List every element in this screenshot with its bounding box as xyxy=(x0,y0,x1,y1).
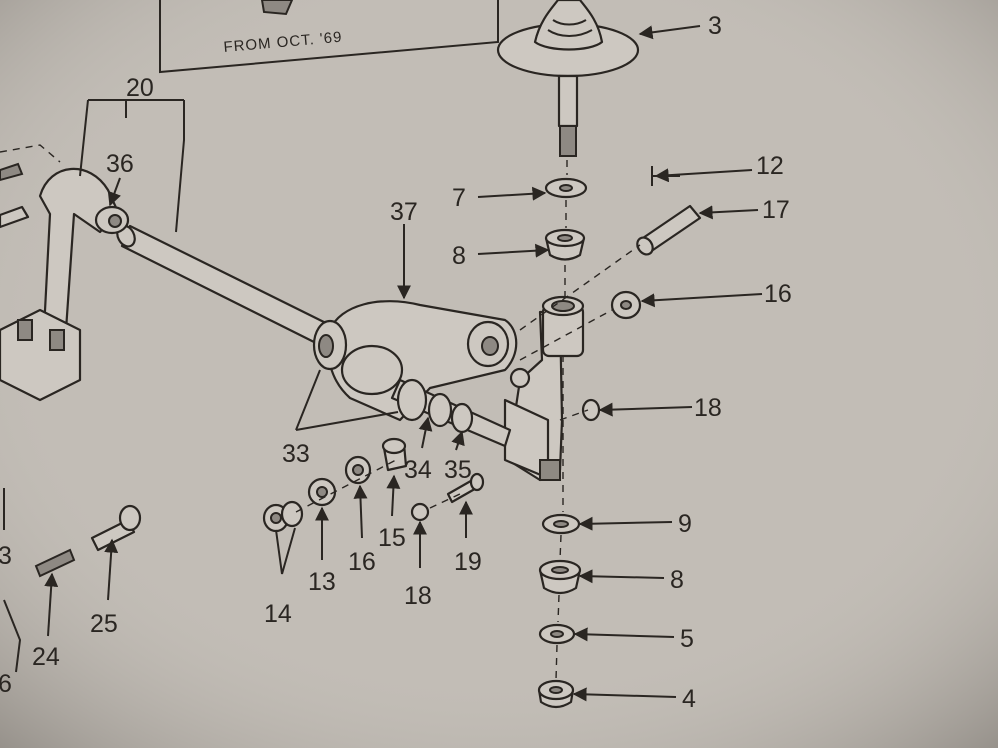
part-8-top-bushing xyxy=(544,228,586,261)
callout-8-top: 8 xyxy=(452,242,466,270)
part-3-cap xyxy=(496,0,640,157)
callout-labels: 3 7 8 12 17 16 18 9 8 5 4 20 36 37 33 34… xyxy=(0,12,792,713)
callout-14: 14 xyxy=(264,600,292,628)
part-18-left-washer xyxy=(410,502,430,522)
callout-34: 34 xyxy=(404,456,432,484)
callout-9: 9 xyxy=(678,510,692,538)
bracket-housing xyxy=(503,295,585,482)
callout-15: 15 xyxy=(378,524,406,552)
part-4-nut xyxy=(537,679,575,709)
callout-16-right: 16 xyxy=(764,280,792,308)
callout-12: 12 xyxy=(756,152,784,180)
callout-6-edge: 6 xyxy=(0,670,12,698)
callout-19: 19 xyxy=(454,548,482,576)
callout-24: 24 xyxy=(32,643,60,671)
left-loose-parts xyxy=(34,437,485,578)
callout-3-edge: 3 xyxy=(0,542,12,570)
callout-25: 25 xyxy=(90,610,118,638)
callout-leaders xyxy=(3,25,763,702)
callout-18-right: 18 xyxy=(694,394,722,422)
callout-4: 4 xyxy=(682,685,696,713)
callout-16-left: 16 xyxy=(348,548,376,576)
callout-18-left: 18 xyxy=(404,582,432,610)
callout-8-bottom: 8 xyxy=(670,566,684,594)
callout-33: 33 xyxy=(282,440,310,468)
part-9-washer xyxy=(541,513,581,535)
callout-5: 5 xyxy=(680,625,694,653)
part-24-stud xyxy=(34,548,76,578)
callout-35: 35 xyxy=(444,456,472,484)
callout-3: 3 xyxy=(708,12,722,40)
part-14-washer-b xyxy=(280,500,304,528)
part-33-34-35-collars xyxy=(390,378,512,448)
assembly-centerlines xyxy=(295,160,641,681)
callout-7: 7 xyxy=(452,184,466,212)
part-8-bottom-bushing xyxy=(538,559,582,595)
callout-20: 20 xyxy=(126,74,154,102)
part-36-lever xyxy=(0,144,130,402)
part-18-right-washer xyxy=(581,398,601,422)
callout-36: 36 xyxy=(106,150,134,178)
callout-37: 37 xyxy=(390,198,418,226)
part-5-washer xyxy=(538,623,576,645)
callout-13: 13 xyxy=(308,568,336,596)
callout-17: 17 xyxy=(762,196,790,224)
part-37-yoke-arm xyxy=(312,300,518,422)
